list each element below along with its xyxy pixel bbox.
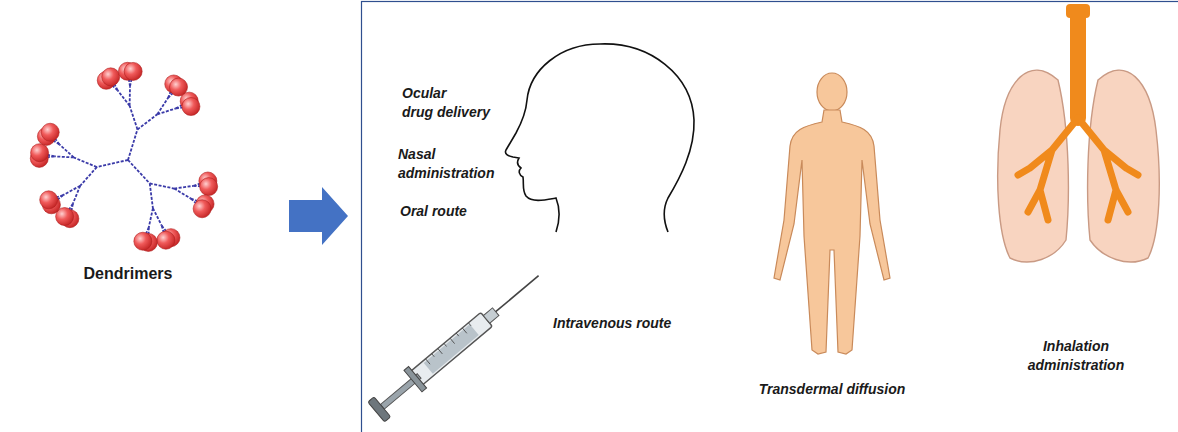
syringe — [367, 265, 547, 423]
route-label: Transdermal diffusion — [759, 380, 906, 399]
head-outline-back — [600, 44, 694, 232]
head-outline — [505, 44, 600, 232]
route-label: Oral route — [400, 202, 467, 221]
lungs — [998, 4, 1160, 262]
route-label: Nasaladministration — [398, 145, 494, 183]
block-arrow — [289, 187, 348, 245]
human-figure — [774, 73, 890, 354]
route-label: Oculardrug delivery — [402, 84, 490, 122]
route-label: Inhalationadministration — [1028, 337, 1124, 375]
dendrimer-figure — [30, 62, 217, 251]
panel-border — [362, 2, 1178, 432]
route-label: Intravenous route — [553, 314, 671, 333]
figure-title: Dendrimers — [84, 264, 173, 283]
